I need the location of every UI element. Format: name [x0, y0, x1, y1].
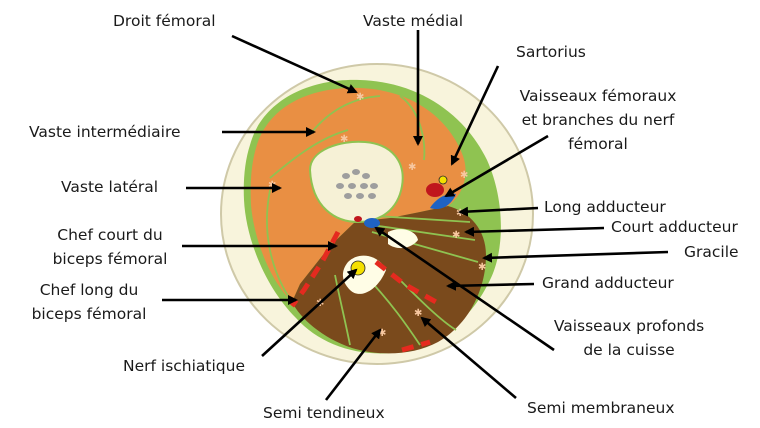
- label-grand-adducteur: Grand adducteur: [542, 273, 674, 293]
- svg-text:✱: ✱: [460, 170, 468, 181]
- label-chef-long-line2: biceps fémoral: [14, 304, 164, 324]
- label-vaste-intermediaire: Vaste intermédiaire: [29, 122, 181, 142]
- svg-text:✱: ✱: [268, 180, 276, 191]
- label-court-adducteur: Court adducteur: [611, 217, 738, 237]
- label-vaisseaux-femoraux-line2: et branches du nerf: [508, 110, 688, 130]
- label-nerf-ischiatique: Nerf ischiatique: [123, 356, 245, 376]
- svg-text:✱: ✱: [452, 230, 460, 241]
- label-vaste-medial: Vaste médial: [363, 11, 463, 31]
- label-gracile: Gracile: [684, 242, 739, 262]
- label-vaste-lateral: Vaste latéral: [61, 177, 158, 197]
- svg-text:✱: ✱: [408, 162, 416, 173]
- label-vaisseaux-femoraux-line3: fémoral: [508, 134, 688, 154]
- label-semi-tendineux: Semi tendineux: [263, 403, 385, 423]
- label-semi-membraneux: Semi membraneux: [527, 398, 675, 418]
- svg-text:✱: ✱: [356, 92, 364, 103]
- label-vaisseaux-femoraux-line1: Vaisseaux fémoraux: [508, 86, 688, 106]
- svg-text:✱: ✱: [456, 208, 464, 219]
- label-chef-long: Chef long du biceps fémoral: [14, 280, 164, 324]
- label-chef-court-line1: Chef court du: [40, 225, 180, 245]
- label-sartorius: Sartorius: [516, 42, 586, 62]
- label-vaisseaux-profonds-line1: Vaisseaux profonds: [544, 316, 714, 336]
- arrow-droit-femoral: [232, 36, 356, 92]
- svg-text:✱: ✱: [414, 308, 422, 319]
- label-chef-court-line2: biceps fémoral: [40, 249, 180, 269]
- svg-text:✱: ✱: [478, 262, 486, 273]
- svg-text:✱: ✱: [340, 134, 348, 145]
- label-droit-femoral: Droit fémoral: [113, 11, 216, 31]
- label-chef-long-line1: Chef long du: [14, 280, 164, 300]
- label-vaisseaux-femoraux: Vaisseaux fémoraux et branches du nerf f…: [508, 86, 688, 154]
- label-vaisseaux-profonds-line2: de la cuisse: [544, 340, 714, 360]
- label-long-adducteur: Long adducteur: [544, 197, 666, 217]
- label-vaisseaux-profonds: Vaisseaux profonds de la cuisse: [544, 316, 714, 360]
- label-chef-court: Chef court du biceps fémoral: [40, 225, 180, 269]
